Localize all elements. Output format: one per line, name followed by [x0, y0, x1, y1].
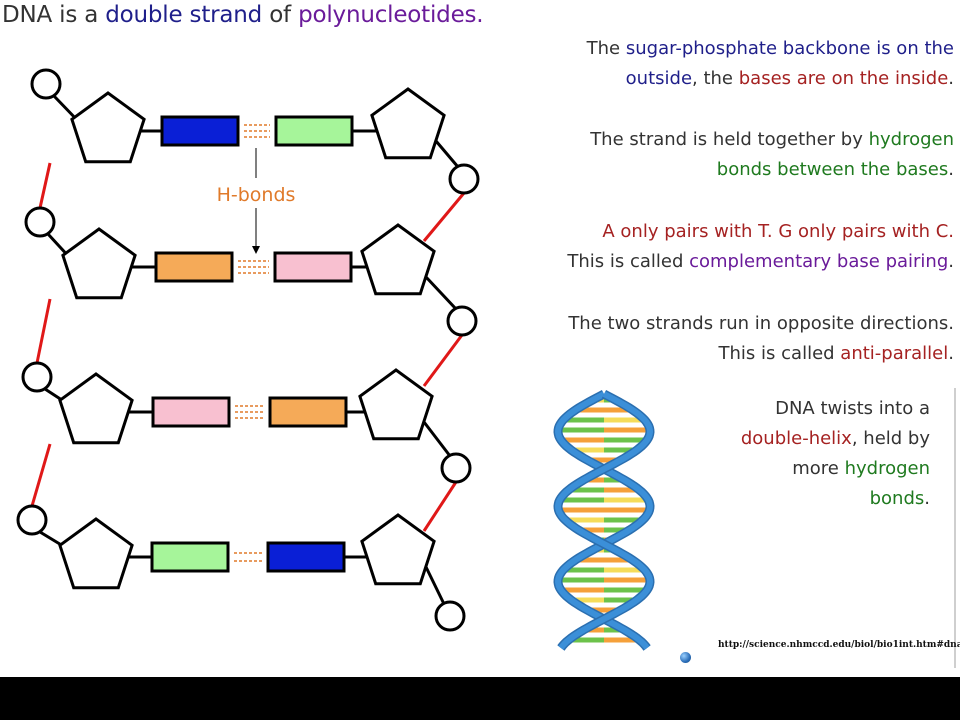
helix-panel: DNA twists into a double-helix, held by … — [540, 388, 960, 668]
title-part: of — [262, 2, 299, 28]
right-sugar-pentagon — [360, 513, 436, 586]
hbonds-arrowhead — [252, 246, 260, 254]
fact-highlight-hydrogen: hydrogen bonds between the bases — [716, 129, 954, 180]
helix-caption-highlight-hydrogen: hydrogen bonds — [844, 458, 930, 509]
helix-caption-text: . — [924, 488, 930, 509]
fact-text: . — [948, 343, 954, 364]
helix-caption-text: , held by more — [792, 428, 930, 479]
fact-highlight-bases: bases are on the inside — [738, 68, 949, 89]
page-title: DNA is a double strand of polynucleotide… — [2, 2, 484, 28]
fact-antiparallel: The two strands run in opposite directio… — [524, 309, 954, 369]
left-base-block — [151, 396, 231, 428]
title-emphasis-double-strand: double strand — [105, 2, 263, 28]
hbonds-label: H-bonds — [217, 184, 296, 206]
source-citation: http://science.nhmccd.edu/biol/bio1int.h… — [718, 640, 960, 650]
fact-highlight-complementary: complementary base pairing — [689, 251, 949, 272]
helix-caption: DNA twists into a double-helix, held by … — [730, 394, 930, 514]
left-phosphate-circle — [30, 68, 62, 100]
right-backbone-link — [422, 334, 464, 387]
right-backbone-link — [422, 481, 458, 532]
fact-highlight-backbone: sugar-phosphate backbone is on the outsi… — [625, 38, 954, 89]
fact-hydrogen-bonds: The strand is held together by hydrogen … — [534, 125, 954, 185]
right-phosphate-bond — [422, 421, 452, 457]
right-phosphate-bond — [434, 140, 460, 168]
left-backbone-link — [38, 162, 52, 209]
right-base-block — [274, 115, 354, 147]
right-sugar-pentagon — [358, 368, 434, 441]
left-sugar-pentagon — [58, 517, 134, 590]
double-helix-illustration — [553, 390, 655, 651]
right-phosphate-bond — [424, 566, 446, 605]
left-base-block — [150, 541, 230, 573]
title-part: DNA is a — [2, 2, 106, 28]
right-phosphate-circle — [434, 600, 466, 632]
left-backbone-link — [35, 298, 52, 364]
fact-text: This is called — [718, 343, 841, 364]
helix-caption-highlight-double-helix: double-helix — [740, 428, 852, 449]
left-sugar-pentagon — [61, 227, 137, 300]
right-base-block — [266, 541, 346, 573]
fact-text: . — [948, 251, 954, 272]
right-sugar-pentagon — [360, 223, 436, 296]
fact-text: The two strands run in opposite directio… — [568, 313, 954, 334]
fact-backbone: The sugar-phosphate backbone is on the o… — [534, 34, 954, 94]
fact-base-pairing: A only pairs with T. G only pairs with C… — [524, 217, 954, 277]
right-base-block — [268, 396, 348, 428]
bottom-black-bar — [0, 677, 960, 720]
fact-text: , the — [692, 68, 739, 89]
right-backbone-link — [422, 192, 466, 242]
fact-text: This is called — [567, 251, 690, 272]
helix-backbone-strand-highlight — [554, 391, 654, 650]
left-backbone-link — [30, 443, 52, 507]
right-phosphate-circle — [446, 305, 478, 337]
left-phosphate-circle — [24, 206, 56, 238]
right-sugar-pentagon — [370, 87, 446, 160]
dna-ladder-diagram: H-bonds — [16, 68, 480, 632]
left-sugar-pentagon — [58, 372, 134, 445]
fact-text: The — [586, 38, 626, 59]
right-phosphate-circle — [448, 163, 480, 195]
right-base-block — [273, 251, 353, 283]
left-phosphate-circle — [16, 504, 48, 536]
fact-text: The strand is held together by — [590, 129, 869, 150]
right-phosphate-circle — [440, 452, 472, 484]
fact-highlight-antiparallel: anti-parallel — [840, 343, 949, 364]
fact-text: . — [948, 68, 954, 89]
left-base-block — [160, 115, 240, 147]
helix-caption-text: DNA twists into a — [775, 398, 930, 419]
left-sugar-pentagon — [70, 91, 146, 164]
globe-icon — [680, 652, 691, 663]
helix-backbone-strand-highlight — [554, 391, 654, 650]
title-emphasis-polynucleotides: polynucleotides. — [298, 2, 484, 28]
fact-highlight-pairs: A only pairs with T. G only pairs with C… — [602, 221, 954, 242]
right-phosphate-bond — [424, 275, 458, 311]
left-base-block — [154, 251, 234, 283]
left-phosphate-circle — [21, 361, 53, 393]
fact-text: . — [948, 159, 954, 180]
